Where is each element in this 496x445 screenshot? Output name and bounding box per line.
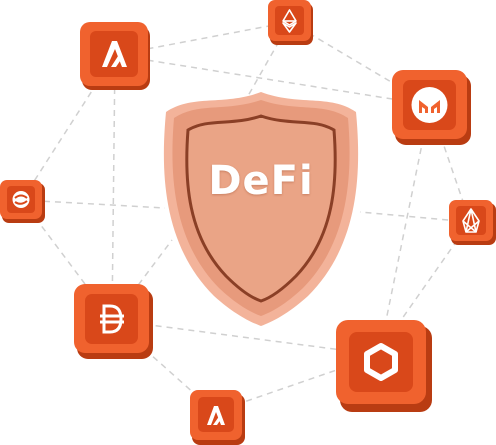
chainlink-token (336, 320, 432, 412)
algorand-token-bottom (190, 390, 246, 445)
ethereum-token (268, 0, 314, 46)
defi-label: DeFi (208, 158, 314, 204)
chainlink-icon (364, 343, 398, 381)
dai-icon (100, 304, 124, 334)
eos-token (449, 200, 496, 246)
maker-token (392, 70, 472, 146)
ethereum-icon (282, 9, 297, 33)
dai-token (74, 284, 154, 360)
algorand-icon (102, 41, 127, 67)
swipe-icon (12, 191, 30, 208)
algorand-icon (207, 406, 225, 425)
algorand-token-top (80, 22, 152, 92)
swipe-token (0, 180, 46, 224)
maker-icon (419, 100, 440, 113)
defi-shield: DeFi (158, 86, 364, 328)
eos-icon (462, 208, 480, 233)
